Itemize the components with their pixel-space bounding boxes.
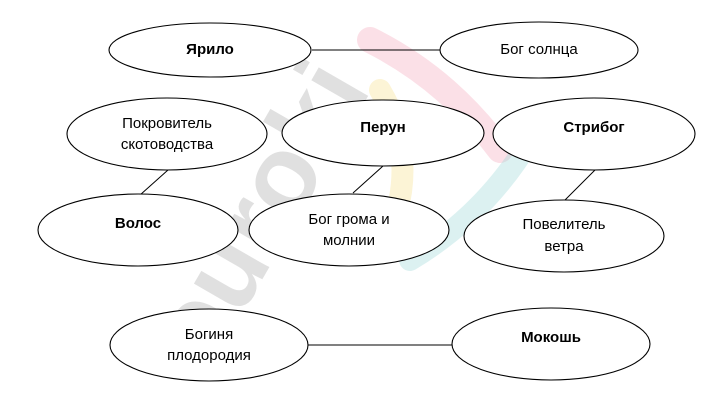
node-shape: [451, 307, 651, 381]
node-label-line-1: Бог грома и: [308, 211, 389, 228]
node-shape: [109, 308, 309, 382]
node-label-line-1: Повелитель: [522, 216, 605, 233]
node-label: Бог солнца: [500, 41, 578, 58]
connector-cattle-patron-volos: [139, 169, 169, 196]
node-stribog: Стрибог: [492, 97, 696, 171]
node-shape: [66, 97, 268, 171]
node-shape: [281, 99, 485, 167]
node-label-line-2: плодородия: [167, 347, 251, 364]
node-label: Перун: [360, 119, 406, 136]
node-volos: Волос: [37, 193, 239, 267]
node-label-line-2: скотоводства: [121, 136, 214, 153]
node-shape: [108, 22, 312, 78]
node-sun-god: Бог солнца: [439, 21, 639, 79]
node-wind-lord: Повелитель ветра: [463, 199, 665, 273]
node-label-line-2: молнии: [323, 232, 375, 249]
node-label: Стрибог: [563, 119, 624, 136]
node-label: Мокошь: [521, 329, 581, 346]
node-label: Волос: [115, 215, 161, 232]
node-shape: [439, 21, 639, 79]
node-perun: Перун: [281, 99, 485, 167]
node-yarilo: Ярило: [108, 22, 312, 78]
node-shape: [492, 97, 696, 171]
node-thunder-god: Бог грома и молнии: [248, 193, 450, 267]
node-fertility-goddess: Богиня плодородия: [109, 308, 309, 382]
node-label: Ярило: [186, 41, 234, 58]
connectors: [139, 49, 596, 346]
node-shape: [248, 193, 450, 267]
node-label-line-1: Покровитель: [122, 115, 212, 132]
watermark-pink-stripe: [357, 27, 513, 163]
node-shape: [37, 193, 239, 267]
node-mokosh: Мокошь: [451, 307, 651, 381]
connector-stribog-wind-lord: [564, 169, 596, 201]
node-cattle-patron: Покровитель скотоводства: [66, 97, 268, 171]
node-label-line-1: Богиня: [185, 326, 233, 343]
node-label-line-2: ветра: [544, 238, 584, 255]
node-shape: [463, 199, 665, 273]
connector-perun-thunder-god: [352, 165, 384, 194]
nodes: Ярило Бог солнца Покровитель скотоводств…: [37, 21, 696, 382]
